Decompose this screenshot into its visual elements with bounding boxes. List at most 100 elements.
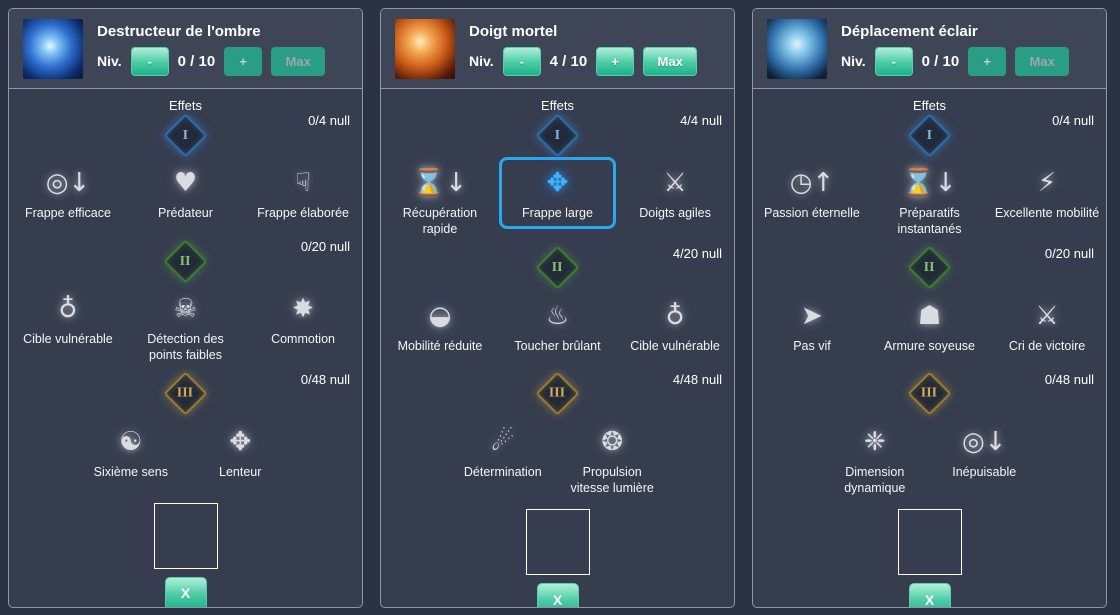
skill-node-sixieme-sens[interactable]: ☯ Sixième sens — [76, 416, 185, 488]
empty-slot-box[interactable] — [153, 502, 218, 569]
skill-node-preparatifs-instantanes[interactable]: ⌛↓ Préparatifs instantanés — [871, 157, 989, 246]
skill-node-label: Doigts agiles — [639, 206, 711, 220]
tier-points-counter: 4/4 null — [680, 113, 722, 128]
tier-III-badge-icon: III — [163, 371, 208, 416]
level-max-button[interactable]: Max — [1015, 46, 1070, 76]
tier-II-header: 0/20 null II — [753, 246, 1106, 290]
toucher-brulant-icon: ♨ — [545, 300, 570, 331]
recuperation-rapide-icon: ⌛↓ — [412, 168, 468, 198]
pas-vif-icon: ➤ — [801, 300, 823, 331]
dashing-figure-skill-icon — [767, 19, 827, 79]
skill-node-label: Propulsion vitesse lumière — [570, 464, 654, 495]
skill-node-determination[interactable]: ☄ Détermination — [448, 416, 557, 488]
tier-III-nodes-row: ❈ Dimension dynamique ◎↓ Inépuisable — [753, 416, 1106, 505]
skill-node-label: Passion éternelle — [763, 206, 860, 220]
tier-I-nodes-row: ⌛↓ Récupération rapide ✥ Frappe large ⚔ … — [381, 157, 734, 246]
skill-node-frappe-elaboree[interactable]: ☟ Frappe élaborée — [244, 157, 362, 229]
cible-vulnerable-icon: ♁ — [58, 294, 78, 324]
panel-header: Déplacement éclair Niv. - 0 / 10 + Max — [753, 9, 1106, 89]
skill-node-doigts-agiles[interactable]: ⚔ Doigts agiles — [616, 157, 734, 229]
skill-node-toucher-brulant[interactable]: ♨ Toucher brûlant — [499, 290, 617, 362]
skill-node-label: Inépuisable — [952, 464, 1017, 479]
level-plus-button[interactable]: + — [596, 46, 635, 76]
level-row: Niv. - 4 / 10 + Max — [469, 46, 698, 76]
effects-label: Effets — [540, 98, 574, 113]
tier-III-section: 0/48 null III ❈ Dimension dynamique ◎↓ I… — [753, 372, 1106, 505]
cri-de-victoire-icon: ⚔ — [1035, 300, 1059, 331]
tier-II-badge-icon: II — [535, 245, 580, 290]
level-row: Niv. - 0 / 10 + Max — [97, 46, 326, 76]
skill-node-commotion[interactable]: ✸ Commotion — [244, 283, 362, 355]
skill-node-excellente-mobilite[interactable]: ⚡ Excellente mobilité — [988, 157, 1106, 229]
skill-node-label: Armure soyeuse — [883, 338, 975, 353]
tier-points-counter: 4/48 null — [672, 371, 722, 387]
tier-points-counter: 0/20 null — [300, 239, 350, 254]
close-button[interactable]: X — [536, 583, 579, 607]
panel-header: Doigt mortel Niv. - 4 / 10 + Max — [381, 9, 734, 89]
tier-III-section: 0/48 null III ☯ Sixième sens ✥ Lenteur — [9, 372, 362, 498]
skill-node-predateur[interactable]: ♥ Prédateur — [127, 157, 245, 229]
tier-I-section: 4/4 null I ⌛↓ Récupération rapide ✥ Frap… — [381, 113, 734, 246]
mobilite-reduite-icon: ◒ — [428, 300, 452, 331]
skill-title: Déplacement éclair — [841, 22, 978, 40]
passion-eternelle-icon: ◷↑ — [789, 168, 835, 198]
skill-node-cible-vulnerable[interactable]: ♁ Cible vulnérable — [616, 290, 734, 362]
skill-node-frappe-large[interactable]: ✥ Frappe large — [498, 157, 617, 230]
level-label: Niv. — [97, 53, 122, 69]
empty-slot-box[interactable] — [525, 509, 590, 575]
tier-III-section: 4/48 null III ☄ Détermination ❂ Propulsi… — [381, 372, 734, 505]
sixieme-sens-icon: ☯ — [119, 426, 143, 457]
cible-vulnerable-icon: ♁ — [665, 300, 685, 331]
skill-node-frappe-efficace[interactable]: ◎↓ Frappe efficace — [9, 157, 127, 229]
skill-node-inepuisable[interactable]: ◎↓ Inépuisable — [930, 416, 1039, 488]
level-value: 0 / 10 — [177, 52, 216, 70]
level-max-button[interactable]: Max — [271, 46, 326, 76]
tier-III-nodes-row: ☯ Sixième sens ✥ Lenteur — [9, 416, 362, 498]
skill-node-label: Cible vulnérable — [23, 332, 113, 346]
frappe-large-icon: ✥ — [546, 168, 569, 198]
skill-node-label: Cri de victoire — [1008, 338, 1086, 353]
tier-II-badge-icon: II — [907, 245, 952, 290]
skill-node-label: Cible vulnérable — [630, 338, 720, 353]
tier-III-header: 0/48 null III — [9, 372, 362, 416]
level-minus-button[interactable]: - — [130, 46, 169, 76]
skill-node-passion-eternelle[interactable]: ◷↑ Passion éternelle — [753, 157, 871, 229]
skill-node-label: Détection des points faibles — [147, 332, 224, 363]
skill-node-label: Prédateur — [158, 206, 213, 220]
level-row: Niv. - 0 / 10 + Max — [841, 46, 1070, 76]
skill-node-lenteur[interactable]: ✥ Lenteur — [186, 416, 295, 488]
frappe-efficace-icon: ◎↓ — [45, 168, 91, 198]
skill-node-cible-vulnerable[interactable]: ♁ Cible vulnérable — [9, 283, 127, 355]
panel-body: Effets 0/4 null I ◷↑ Passion éternelle ⌛… — [753, 89, 1106, 607]
skill-title: Doigt mortel — [469, 22, 558, 40]
inepuisable-icon: ◎↓ — [961, 426, 1007, 457]
effects-label: Effets — [168, 98, 202, 113]
skill-node-propulsion-vitesse-lumiere[interactable]: ❂ Propulsion vitesse lumière — [558, 416, 667, 505]
level-max-button[interactable]: Max — [643, 46, 698, 76]
level-plus-button[interactable]: + — [224, 46, 263, 76]
skill-node-cri-de-victoire[interactable]: ⚔ Cri de victoire — [988, 290, 1106, 362]
tier-II-nodes-row: ◒ Mobilité réduite ♨ Toucher brûlant ♁ C… — [381, 290, 734, 372]
close-button[interactable]: X — [908, 583, 951, 607]
skill-node-pas-vif[interactable]: ➤ Pas vif — [753, 290, 871, 362]
tier-I-badge-icon: I — [163, 113, 208, 157]
level-plus-button[interactable]: + — [968, 46, 1007, 76]
skill-node-armure-soyeuse[interactable]: ☗ Armure soyeuse — [871, 290, 989, 362]
tier-numeral: II — [552, 259, 563, 275]
level-minus-button[interactable]: - — [874, 46, 913, 76]
skill-node-label: Sixième sens — [93, 464, 168, 479]
panel-header: Destructeur de l'ombre Niv. - 0 / 10 + M… — [9, 9, 362, 89]
tier-I-header: 0/4 null I — [753, 113, 1106, 157]
close-button[interactable]: X — [164, 576, 207, 607]
level-label: Niv. — [841, 53, 866, 69]
skill-node-label: Toucher brûlant — [514, 338, 601, 353]
skill-node-mobilite-reduite[interactable]: ◒ Mobilité réduite — [381, 290, 499, 362]
skill-node-recuperation-rapide[interactable]: ⌛↓ Récupération rapide — [381, 157, 499, 246]
skill-node-dimension-dynamique[interactable]: ❈ Dimension dynamique — [820, 416, 929, 505]
tier-III-badge-icon: III — [535, 371, 580, 416]
predateur-icon: ♥ — [173, 168, 198, 198]
level-minus-button[interactable]: - — [502, 46, 541, 76]
effects-label: Effets — [912, 98, 946, 113]
skill-node-detection-des-points-faibles[interactable]: ☠ Détection des points faibles — [127, 283, 245, 372]
empty-slot-box[interactable] — [897, 509, 962, 575]
